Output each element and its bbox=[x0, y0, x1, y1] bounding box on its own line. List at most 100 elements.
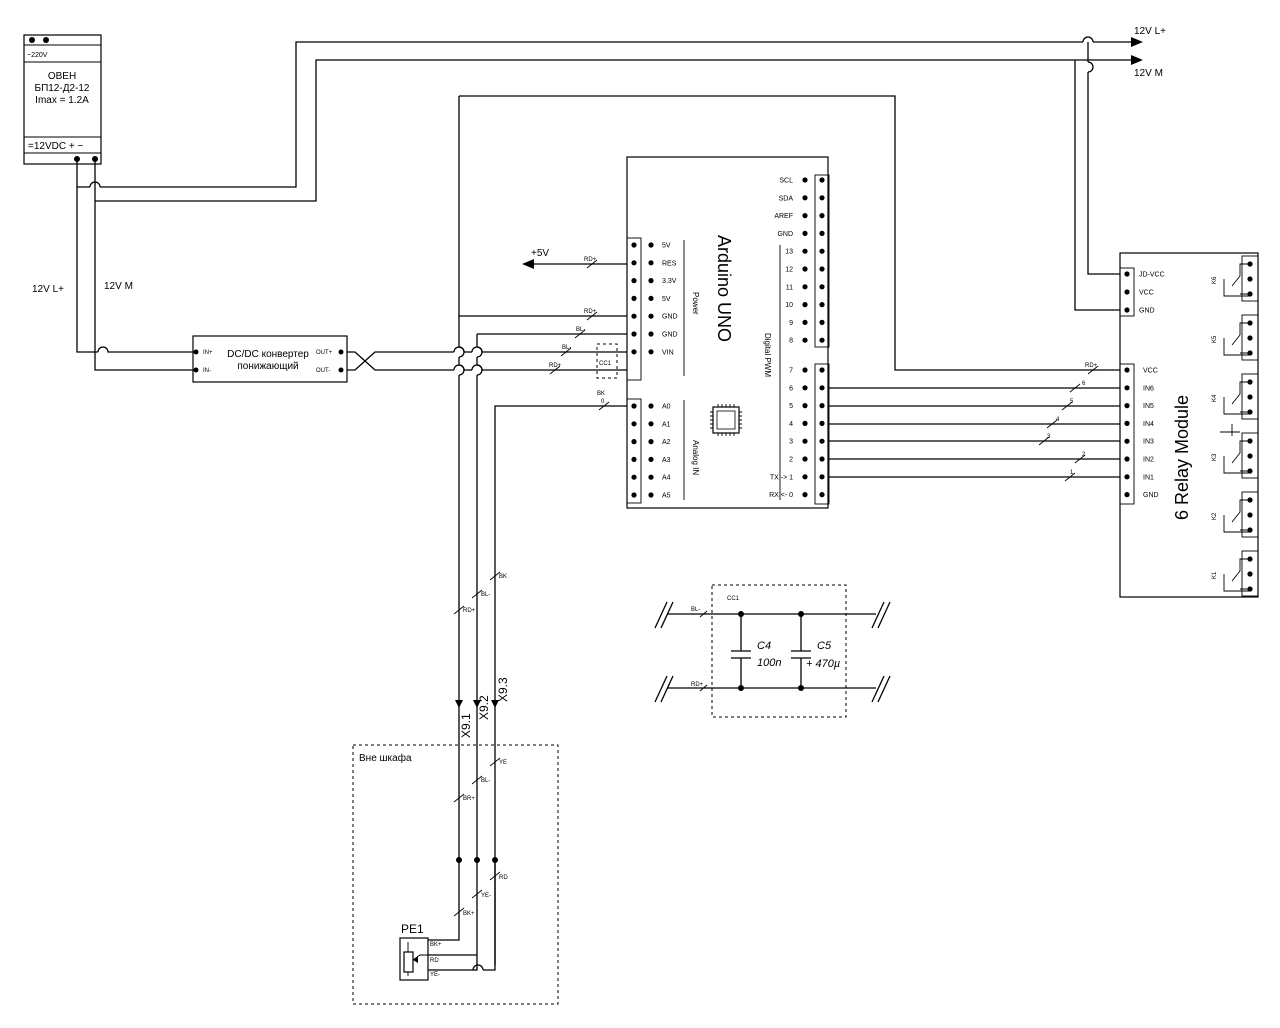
digital-pin-header-dot bbox=[819, 385, 825, 391]
power-supply: ~220V ОВЕН БП12-Д2-12 Imax = 1.2A =12VDC… bbox=[23, 34, 102, 165]
digital-pin-board-dot bbox=[802, 492, 808, 498]
relay-k2: K2 bbox=[1212, 491, 1259, 538]
cc1-marker-label: CC1 bbox=[599, 361, 612, 367]
filter-label-bl: BL- bbox=[691, 607, 700, 613]
analog-group-label: Analog IN bbox=[691, 440, 700, 475]
bus-label-bk: BK bbox=[499, 574, 507, 580]
outside-cabinet-title: Вне шкафа bbox=[359, 752, 412, 764]
arduino-title: Arduino UNO bbox=[714, 235, 734, 342]
wire-label-rd-5v2: RD+ bbox=[584, 309, 597, 315]
relay-pin-label: IN6 bbox=[1143, 385, 1154, 392]
digital-pin-label: 7 bbox=[789, 368, 793, 375]
digital-pin-board-dot bbox=[802, 319, 808, 325]
sensor-wire-ye: YE- bbox=[481, 893, 491, 899]
power-group-label: Power bbox=[691, 292, 700, 315]
relay-module-title: 6 Relay Module bbox=[1172, 395, 1192, 520]
digital-pin-header-dot bbox=[819, 403, 825, 409]
sensor-name: PE1 bbox=[401, 922, 424, 936]
relay-label: K1 bbox=[1212, 571, 1218, 579]
sensor-pin-ye: YE- bbox=[430, 972, 440, 978]
arduino-board: Arduino UNO Power Analog IN Digital PWM … bbox=[596, 156, 830, 509]
relay-label: K3 bbox=[1212, 453, 1218, 461]
relay-pin-dot bbox=[1124, 385, 1130, 391]
digital-pin-header-dot bbox=[819, 337, 825, 343]
digital-pin-board-dot bbox=[802, 385, 808, 391]
digital-pin-board-dot bbox=[802, 438, 808, 444]
wire-label-bk-a0: BK bbox=[597, 391, 605, 397]
sensor-pin-bk: BK+ bbox=[430, 942, 442, 948]
power-pin-header-dot bbox=[631, 295, 637, 301]
c5-label: C5 bbox=[817, 640, 832, 652]
sensor-wire-rd: RD bbox=[499, 875, 508, 881]
digital-pin-label: 6 bbox=[789, 385, 793, 392]
relay-top-pin-dot bbox=[1124, 289, 1130, 295]
relay-pin-dot bbox=[1124, 403, 1130, 409]
sensor-pe1: PE1 BK+ RD YE- bbox=[399, 922, 442, 981]
analog-pin-header-dot bbox=[631, 439, 637, 445]
digital-pin-label: 2 bbox=[789, 457, 793, 464]
analog-pin-label: A1 bbox=[662, 421, 671, 428]
analog-pin-label: A3 bbox=[662, 457, 671, 464]
relay-label: K6 bbox=[1212, 276, 1218, 284]
digital-pin-label: 13 bbox=[785, 249, 793, 256]
sensor-pin-rd: RD bbox=[430, 958, 439, 964]
digital-pin-label: 3 bbox=[789, 439, 793, 446]
digital-pin-label: 12 bbox=[785, 267, 793, 274]
outside-label-bl: BL- bbox=[481, 778, 490, 784]
power-pin-label: 5V bbox=[662, 243, 671, 250]
c5-value: + 470µ bbox=[806, 658, 840, 670]
relay-top-pin-label: JD-VCC bbox=[1139, 272, 1165, 279]
digital-pin-header-dot bbox=[819, 319, 825, 325]
connector-x9-1: X9.1 bbox=[459, 713, 473, 738]
filter-label-rd: RD+ bbox=[691, 682, 704, 688]
digital-pin-header-dot bbox=[819, 213, 825, 219]
relay-k5: K5 bbox=[1212, 314, 1259, 361]
digital-pin-label: 8 bbox=[789, 338, 793, 345]
digital-pin-label: 5 bbox=[789, 403, 793, 410]
rail-lplus-label: 12V L+ bbox=[1134, 26, 1166, 37]
relay-label: K4 bbox=[1212, 394, 1218, 402]
relay-pin-label: VCC bbox=[1143, 368, 1158, 375]
digital-pin-board-dot bbox=[802, 266, 808, 272]
digital-pin-board-dot bbox=[802, 230, 808, 236]
outside-label-ye: YE bbox=[499, 760, 507, 766]
wire-label-rd-5v: RD+ bbox=[584, 257, 597, 263]
power-pin-header-dot bbox=[631, 278, 637, 284]
digital-pin-board-dot bbox=[802, 177, 808, 183]
relay-top-pin-label: GND bbox=[1139, 308, 1155, 315]
relay-pin-dot bbox=[1124, 420, 1130, 426]
digital-pin-header-dot bbox=[819, 248, 825, 254]
bus-label-bl: BL- bbox=[481, 592, 490, 598]
relay-pin-dot bbox=[1124, 492, 1130, 498]
dcdc-pin-in-minus: IN- bbox=[203, 368, 211, 374]
microcontroller-chip-icon bbox=[710, 404, 742, 436]
c4-value: 100n bbox=[757, 657, 781, 669]
digital-pin-board-dot bbox=[802, 302, 808, 308]
relay-label: K5 bbox=[1212, 335, 1218, 343]
left-lplus-label: 12V L+ bbox=[32, 284, 64, 295]
power-pin-board-dot bbox=[648, 242, 654, 248]
relay-pin-dot bbox=[1124, 474, 1130, 480]
digital-pin-board-dot bbox=[802, 284, 808, 290]
wire-label-rd-vin: RD+ bbox=[549, 363, 562, 369]
analog-pin-board-dot bbox=[648, 439, 654, 445]
c4-label: C4 bbox=[757, 640, 771, 652]
relay-pin-dot bbox=[1124, 367, 1130, 373]
analog-pin-board-dot bbox=[648, 492, 654, 498]
relay-top-pin-dot bbox=[1124, 271, 1130, 277]
relay-pin-label: IN3 bbox=[1143, 439, 1154, 446]
psu-imax: Imax = 1.2A bbox=[35, 95, 89, 106]
power-pin-header-dot bbox=[631, 260, 637, 266]
dcdc-pin-in-plus: IN+ bbox=[203, 350, 213, 356]
digital-pin-board-dot bbox=[802, 213, 808, 219]
digital-pin-board-dot bbox=[802, 195, 808, 201]
dcdc-subtitle: понижающий bbox=[237, 361, 298, 372]
power-pin-board-dot bbox=[648, 278, 654, 284]
digital-pin-label: RX <- 0 bbox=[769, 492, 793, 499]
sensor-wire-bk: BK+ bbox=[463, 911, 475, 917]
digital-pin-header-dot bbox=[819, 367, 825, 373]
